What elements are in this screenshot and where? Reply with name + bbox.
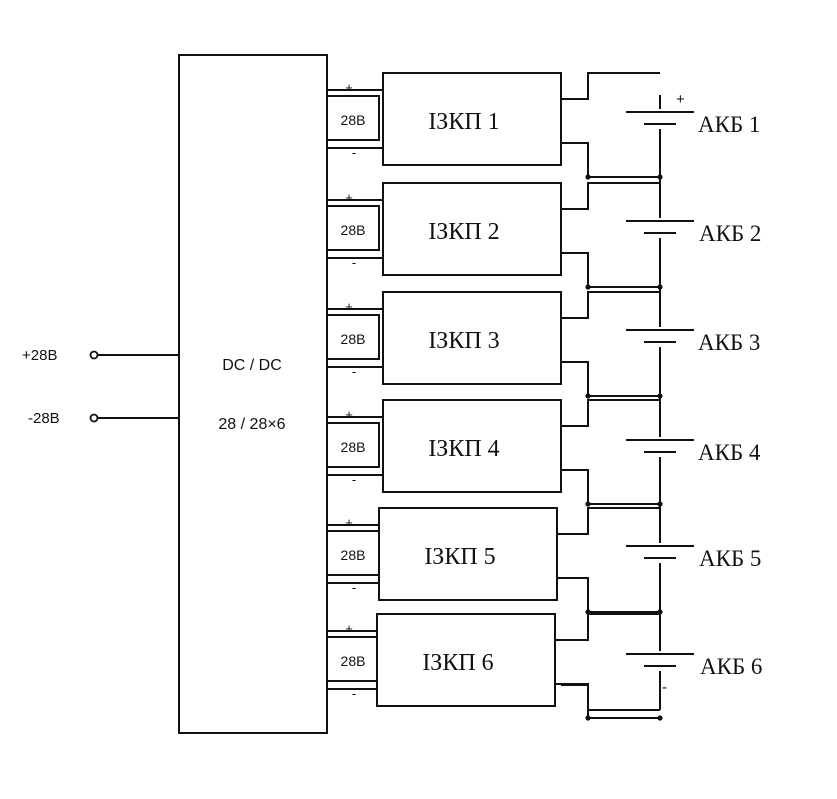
channel-3-minus-sign: - [352, 364, 356, 379]
converter-ratio: 28 / 28×6 [218, 416, 285, 433]
channel-5-voltage-label: 28В [341, 547, 366, 563]
charger-5-plus-out [557, 507, 660, 535]
charger-4-box [382, 399, 562, 493]
channel-1-minus-sign: - [352, 145, 356, 160]
junction-2-right [657, 284, 663, 290]
channel-2-minus-sign: - [352, 255, 356, 270]
junction-3-left [585, 393, 591, 399]
charger-5-box [378, 507, 558, 601]
stack-plus-sign: + [676, 91, 685, 108]
channel-3-voltage-cell [326, 314, 380, 360]
battery-1-label: АКБ 1 [698, 112, 760, 137]
charger-6-minus-out [555, 683, 660, 719]
charger-4-plus-out [561, 399, 660, 427]
dcdc-converter-box [178, 54, 328, 734]
channel-6-voltage-label: 28В [341, 653, 366, 669]
channel-1-plus-sign: + [345, 80, 353, 95]
channel-5-voltage-cell [326, 530, 380, 576]
input-positive-terminal [89, 350, 99, 360]
charger-5-minus-out [557, 577, 660, 613]
channel-2-voltage-cell [326, 205, 380, 251]
channel-1-voltage-cell [326, 95, 380, 141]
charger-6-label: ІЗКП 6 [422, 650, 493, 676]
battery-3-label: АКБ 3 [698, 330, 760, 355]
channel-5-plus-sign: + [345, 515, 353, 530]
charger-3-label: ІЗКП 3 [428, 328, 499, 354]
channel-3-plus-sign: + [345, 299, 353, 314]
charger-3-plus-out [561, 291, 660, 319]
junction-1-left [585, 174, 591, 180]
channel-6-minus-sign: - [352, 686, 356, 701]
battery-4-label: АКБ 4 [698, 440, 761, 465]
charger-1-box [382, 72, 562, 166]
charger-6-box [376, 613, 556, 707]
charger-6-plus-out [555, 613, 660, 641]
channel-5-minus-sign: - [352, 580, 356, 595]
charger-4-label: ІЗКП 4 [428, 436, 499, 462]
charger-2-box [382, 182, 562, 276]
charger-5-label: ІЗКП 5 [424, 544, 495, 570]
channel-1-voltage-label: 28В [341, 112, 366, 128]
channel-6-voltage-cell [326, 636, 380, 682]
channel-3-voltage-label: 28В [341, 331, 366, 347]
dcdc-converter: DC / DC 28 / 28×6 [178, 54, 328, 734]
junction-6-right [657, 715, 663, 721]
charger-1-minus-out [561, 142, 660, 178]
charger-2-label: ІЗКП 2 [428, 219, 499, 245]
charger-1-label: ІЗКП 1 [428, 109, 499, 135]
junction-1-right [657, 174, 663, 180]
channel-6-plus-sign: + [345, 621, 353, 636]
charger-2-plus-out [561, 182, 660, 210]
charger-3-box [382, 291, 562, 385]
input-negative-label: -28В [28, 410, 60, 427]
channel-4-plus-sign: + [345, 407, 353, 422]
stack-bottom-wire [561, 684, 660, 711]
charger-2-minus-out [561, 252, 660, 288]
input-positive-label: +28В [22, 347, 57, 364]
channel-4-voltage-label: 28В [341, 439, 366, 455]
battery-6-label: АКБ 6 [700, 654, 762, 679]
input-negative-terminal [89, 413, 99, 423]
charger-4-minus-out [561, 469, 660, 505]
channel-4-voltage-cell [326, 422, 380, 468]
charger-1-plus-out [561, 72, 660, 100]
junction-6-left [585, 715, 591, 721]
channels: 28В + - ІЗКП 1 АКБ 1 28В + - ІЗКП 2 АКБ 2 28В + - ІЗК… [326, 72, 762, 721]
stack-minus-sign: - [662, 679, 667, 696]
channel-4-minus-sign: - [352, 472, 356, 487]
junction-4-right [657, 501, 663, 507]
junction-4-left [585, 501, 591, 507]
channel-2-voltage-label: 28В [341, 222, 366, 238]
battery-2-label: АКБ 2 [699, 221, 761, 246]
input-positive: +28В [22, 347, 179, 364]
battery-5-label: АКБ 5 [699, 546, 761, 571]
converter-title: DC / DC [222, 357, 282, 374]
junction-2-left [585, 284, 591, 290]
junction-3-right [657, 393, 663, 399]
input-negative: -28В [28, 410, 179, 427]
charger-3-minus-out [561, 361, 660, 397]
channel-2-plus-sign: + [345, 190, 353, 205]
